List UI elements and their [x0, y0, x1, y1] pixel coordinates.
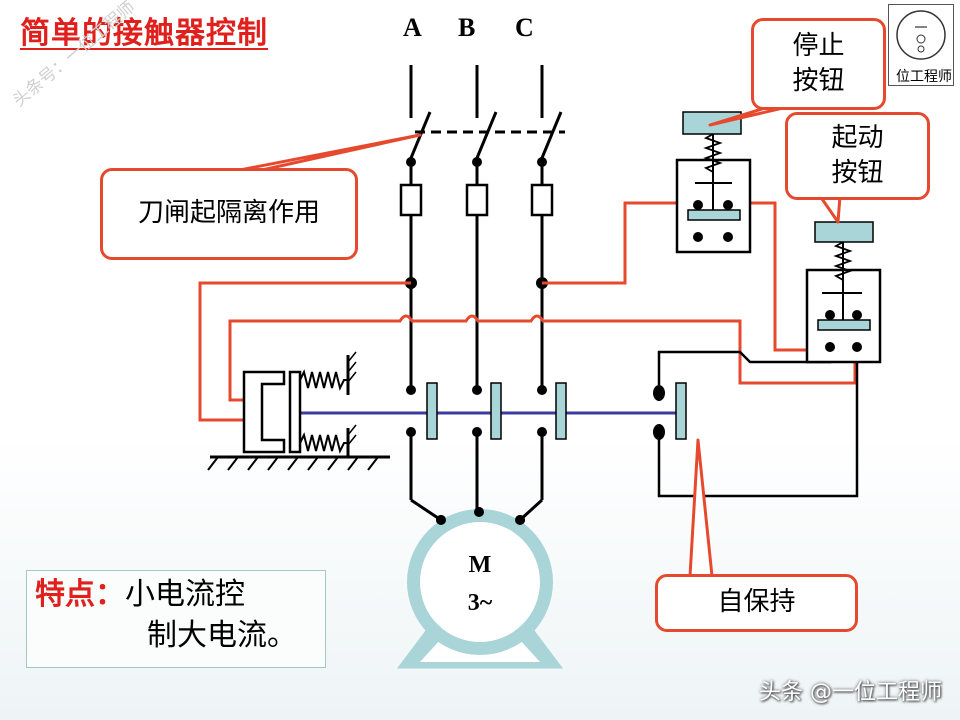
- feature-line-1: 小电流控: [125, 577, 245, 612]
- motor-terminals: [436, 507, 525, 525]
- callout-stop-button: 停止 按钮: [751, 18, 886, 110]
- motor: M 3~: [397, 509, 563, 669]
- page-title: 简单的接触器控制: [20, 16, 268, 51]
- stop-button[interactable]: [675, 111, 752, 254]
- logo-caption: 位工程师: [896, 69, 952, 85]
- feature-label: 特点：: [35, 577, 125, 612]
- control-wires: [198, 201, 857, 422]
- callout-start-button: 起动 按钮: [785, 112, 930, 200]
- contactor-contacts: [426, 382, 687, 440]
- feature-line-2: 制大电流。: [147, 617, 297, 653]
- aux-contact-dots: [653, 385, 665, 440]
- logo-icon: [896, 10, 946, 60]
- phase-label-a: A: [403, 13, 422, 42]
- feature-note: 特点：小电流控 制大电流。: [26, 570, 326, 668]
- bottom-right-watermark: 头条 @一位工程师: [759, 680, 942, 705]
- phase-label-b: B: [458, 13, 475, 42]
- logo-badge: [888, 4, 954, 86]
- callout-knife-switch: 刀闸起隔离作用: [100, 168, 358, 260]
- fuses: [399, 183, 554, 217]
- self-holding-wires: [657, 350, 859, 498]
- motor-label-phase: 3~: [468, 590, 493, 616]
- electromagnet: [207, 351, 390, 471]
- callout-self-holding: 自保持: [655, 574, 858, 632]
- phase-label-c: C: [515, 13, 534, 42]
- start-button[interactable]: [805, 221, 882, 364]
- motor-label-m: M: [469, 552, 492, 578]
